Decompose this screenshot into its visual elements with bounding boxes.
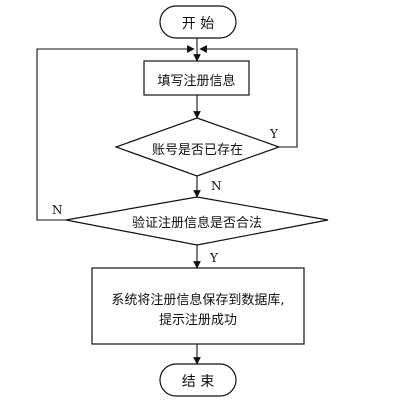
fill-info-box bbox=[143, 60, 250, 96]
fill-info-label: 填写注册信息 bbox=[157, 74, 236, 89]
save-label-line2: 提示注册成功 bbox=[158, 313, 237, 328]
exists-yes-label: Y bbox=[270, 127, 278, 141]
save-label-line1: 系统将注册信息保存到数据库, bbox=[111, 293, 285, 308]
start-terminal bbox=[159, 5, 237, 39]
edge-validate-no-loop bbox=[36, 45, 195, 221]
edge-exists-yes-loop bbox=[199, 45, 298, 148]
save-box bbox=[91, 267, 305, 345]
start-label: 开 始 bbox=[181, 16, 215, 32]
validate-label: 验证注册信息是否合法 bbox=[131, 216, 262, 231]
end-label: 结 束 bbox=[181, 374, 215, 390]
exists-no-label: N bbox=[211, 179, 222, 193]
validate-yes-label: Y bbox=[210, 251, 218, 265]
validate-no-label: N bbox=[52, 203, 63, 217]
account-exists-label: 账号是否已存在 bbox=[151, 143, 243, 158]
